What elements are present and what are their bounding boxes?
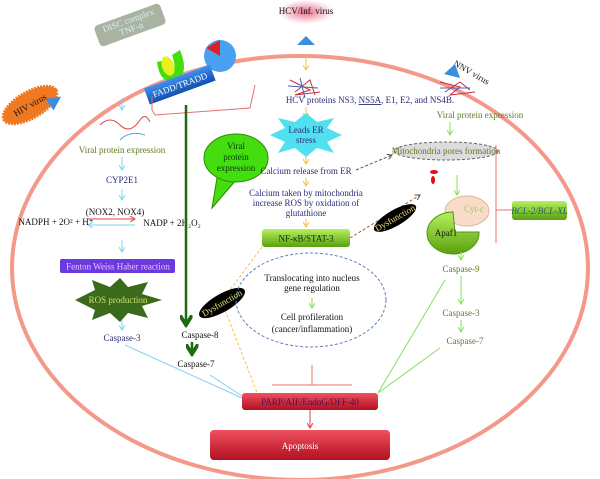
parp-box: PARP/AIF/EndoG/DFF-40 [242,393,378,410]
svg-text:Leads ER: Leads ER [288,125,323,135]
svg-text:Viral: Viral [227,141,245,151]
svg-text:glutathione: glutathione [286,208,327,218]
nnv-virus: NNV virus [444,58,492,87]
nucleus-ellipse [235,252,387,348]
svg-text:gene regulation: gene regulation [284,283,340,293]
svg-text:Caspase-8: Caspase-8 [182,330,219,340]
svg-text:(NOX2, NOX4): (NOX2, NOX4) [86,207,145,217]
ros-star [75,278,162,322]
viral-rna-icon [439,81,476,96]
svg-text:Viral protein expression: Viral protein expression [437,110,524,120]
svg-text:NADP + 2H₂O₂: NADP + 2H₂O₂ [143,218,201,228]
svg-text:HCV proteins NS3, NS5A, E1, E2: HCV proteins NS3, NS5A, E1, E2, and NS4B… [286,95,454,105]
svg-text:CYP2E1: CYP2E1 [106,175,138,185]
svg-text:PARP/AIF/EndoG/DFF-40: PARP/AIF/EndoG/DFF-40 [261,397,359,407]
disc-complex-box: DISC complex TNF-α [94,3,166,47]
cytc-dot [431,176,435,184]
cell-membrane [10,54,590,479]
svg-text:Translocating into nucleus: Translocating into nucleus [264,273,360,283]
svg-text:protein: protein [223,152,249,162]
nfkb-box [262,229,350,247]
inhibit-bracket [151,84,256,116]
svg-text:Viral protein expression: Viral protein expression [79,145,166,155]
viral-expression-bubble [203,133,269,210]
hcv-virus: HCV/Inf. virus [278,0,334,45]
svg-text:Dysfunction: Dysfunction [373,202,417,233]
svg-text:Caspase-3: Caspase-3 [104,333,141,343]
right-pathway: Viral protein expression Mitochondria po… [377,81,568,394]
viral-rna-icon [99,116,151,130]
fenton-box [60,259,175,273]
svg-text:Mitochondria pores formation: Mitochondria pores formation [392,146,501,156]
svg-text:HCV/Inf. virus: HCV/Inf. virus [279,6,334,16]
center-pathway: HCV proteins NS3, NS5A, E1, E2, and NS4B… [199,57,454,396]
er-stress-star [270,113,342,157]
receptor-yellow [161,56,175,76]
svg-text:Apaf1: Apaf1 [435,228,458,238]
svg-text:Caspase-9: Caspase-9 [443,264,480,274]
cytc-shape [444,195,490,227]
left-pathway: Viral protein expression CYP2E1 (NOX2, N… [18,98,243,399]
apaf1-shape [426,211,480,255]
svg-text:Calcium taken by mitochondria: Calcium taken by mitochondria [249,188,363,198]
svg-text:(cancer/inflammation): (cancer/inflammation) [272,324,352,334]
svg-text:Calcium release from ER: Calcium release from ER [260,166,351,176]
apoptosis-box: Apoptosis [210,430,390,460]
svg-text:Caspase-7: Caspase-7 [178,359,215,369]
svg-text:Cell profileration: Cell profileration [281,312,344,322]
svg-text:NADPH + 2O² + H⁺: NADPH + 2O² + H⁺ [18,217,93,227]
svg-text:NF-κB/STAT-3: NF-κB/STAT-3 [279,234,334,244]
svg-text:BCL-2/BCL-XL: BCL-2/BCL-XL [511,206,568,216]
hiv-virus: HIV virus [1,84,62,126]
pie-receptor-icon [204,40,236,72]
mito-pores-ellipse [393,141,499,161]
svg-text:Apoptosis: Apoptosis [282,441,319,451]
bcl-box [512,201,567,220]
extrinsic-pathway: Viral protein expression Caspase-8 Caspa… [178,105,269,399]
svg-text:Caspase-3: Caspase-3 [443,308,480,318]
dysfunction-label: Dysfunction [373,202,417,233]
svg-text:Cyt-c: Cyt-c [464,204,484,214]
svg-text:increase ROS by oxidation of: increase ROS by oxidation of [253,198,359,208]
svg-text:ROS production: ROS production [89,295,148,305]
cytc-dot [430,170,438,174]
svg-text:expression: expression [217,163,256,173]
receptor-u-shape [157,50,184,81]
svg-text:stress: stress [296,135,316,145]
viral-rna-icon [289,79,321,96]
svg-text:Fenton Weiss Haber reaction: Fenton Weiss Haber reaction [66,262,170,272]
svg-text:Caspase-7: Caspase-7 [447,336,484,346]
